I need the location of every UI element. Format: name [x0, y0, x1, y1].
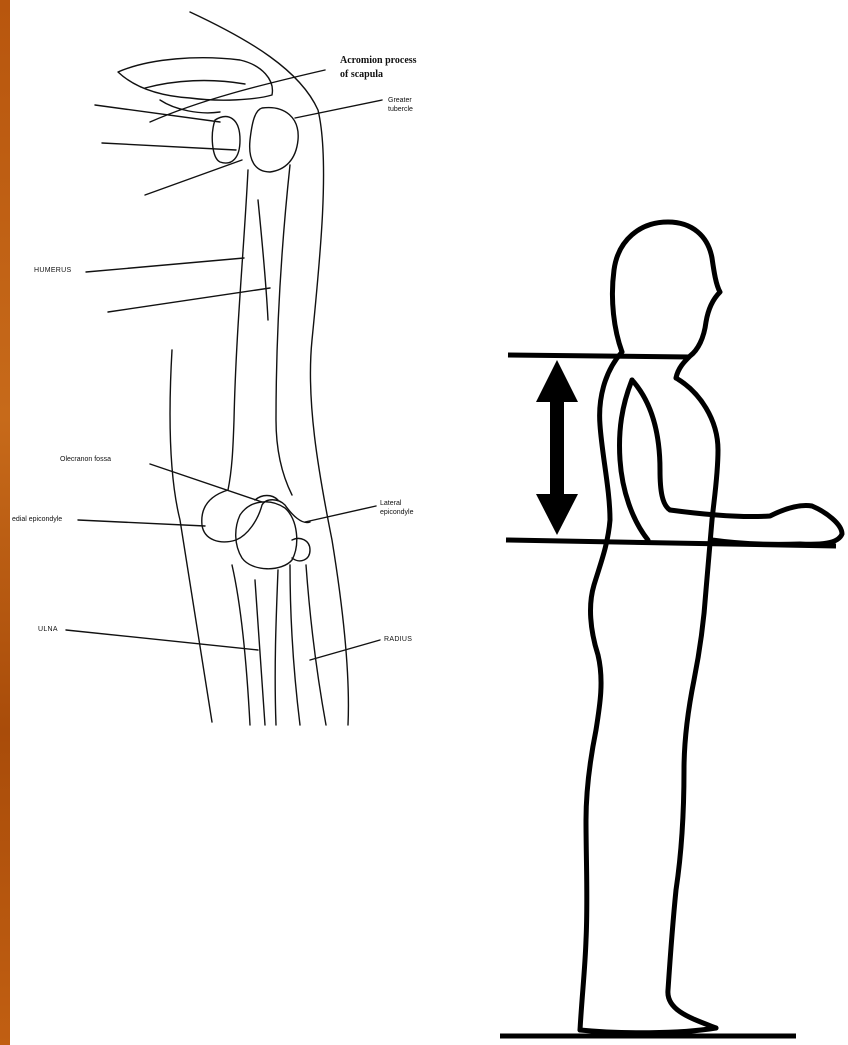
top-measure-line — [508, 355, 690, 357]
bottom-measure-line — [506, 540, 836, 546]
figure-front — [668, 378, 718, 1028]
figure-forearm — [670, 505, 842, 544]
figure-foot — [580, 1028, 716, 1033]
measurement-arrow — [536, 360, 578, 535]
figure-upper-arm — [632, 380, 670, 510]
figure-back — [580, 352, 622, 1030]
